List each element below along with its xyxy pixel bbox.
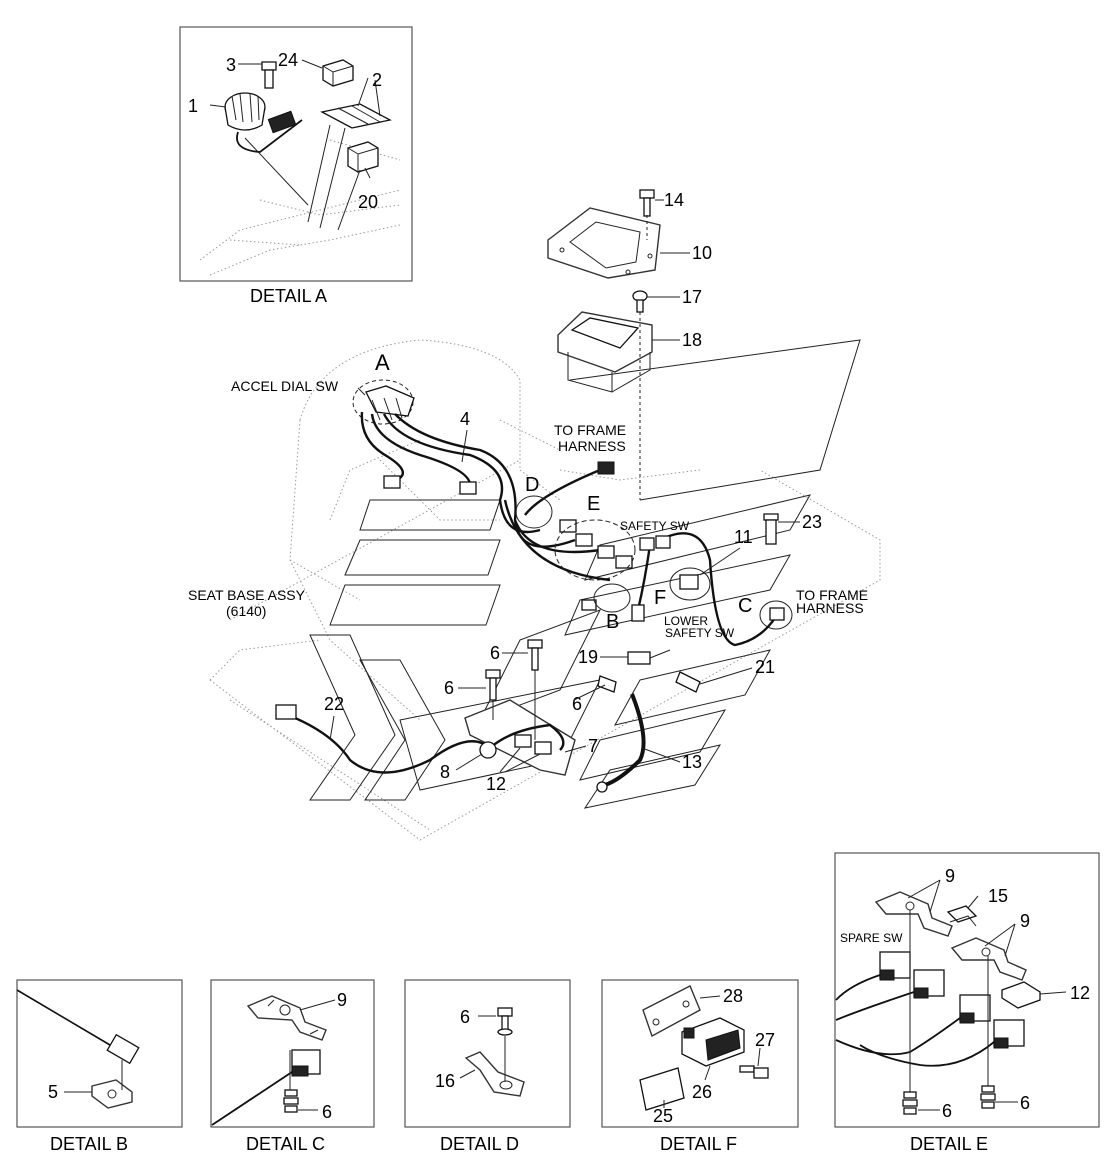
- detail-c-panel: [210, 979, 375, 1128]
- to-frame-harness-label-1: TO FRAME: [554, 422, 626, 438]
- to-frame-harness-c-label-1: TO FRAME: [796, 587, 868, 603]
- callout-20: 20: [358, 192, 378, 212]
- detail-d-panel: [404, 979, 571, 1128]
- callout-24: 24: [278, 50, 298, 70]
- lower-safety-label-2: SAFETY SW: [665, 626, 735, 640]
- detail-a-panel: [179, 26, 413, 282]
- detail-b-caption: DETAIL B: [50, 1134, 128, 1154]
- main-assembly: [209, 189, 881, 841]
- detail-f-caption: DETAIL F: [660, 1134, 737, 1154]
- callout-5: 5: [48, 1082, 58, 1102]
- detail-f-panel: [601, 979, 799, 1128]
- callout-14: 14: [664, 190, 684, 210]
- callout-6-b: 6: [444, 678, 454, 698]
- detail-e-panel: [834, 852, 1100, 1128]
- marker-f: F: [654, 587, 666, 609]
- callout-6-c: 6: [572, 694, 582, 714]
- callout-13: 13: [682, 752, 702, 772]
- seat-base-label-2: (6140): [226, 603, 266, 619]
- callout-2: 2: [372, 70, 382, 90]
- callout-17: 17: [682, 287, 702, 307]
- detail-e-caption: DETAIL E: [910, 1134, 988, 1154]
- marker-b: B: [606, 611, 619, 633]
- callout-9-e1: 9: [945, 866, 955, 886]
- detail-c-caption: DETAIL C: [246, 1134, 325, 1154]
- marker-d: D: [525, 474, 539, 496]
- marker-c: C: [738, 595, 752, 617]
- detail-a-caption: DETAIL A: [250, 286, 327, 306]
- accel-dial-sw-label: ACCEL DIAL SW: [231, 378, 339, 394]
- callout-12-main: 12: [486, 774, 506, 794]
- callout-16: 16: [435, 1071, 455, 1091]
- to-frame-harness-label-2: HARNESS: [558, 438, 626, 454]
- safety-sw-label: SAFETY SW: [620, 519, 690, 533]
- to-frame-harness-c-label-2: HARNESS: [796, 600, 864, 616]
- callout-4: 4: [460, 409, 470, 429]
- marker-e: E: [587, 493, 600, 515]
- callout-9-c: 9: [337, 990, 347, 1010]
- callout-26: 26: [692, 1082, 712, 1102]
- lower-safety-label-1: LOWER: [664, 614, 708, 628]
- detail-d-caption: DETAIL D: [440, 1134, 519, 1154]
- callout-15: 15: [988, 886, 1008, 906]
- callout-1: 1: [188, 96, 198, 116]
- callout-6-e2: 6: [1020, 1093, 1030, 1113]
- callout-9-e2: 9: [1020, 911, 1030, 931]
- callout-8: 8: [440, 762, 450, 782]
- marker-a: A: [375, 350, 390, 375]
- callout-27: 27: [755, 1030, 775, 1050]
- callout-22: 22: [324, 694, 344, 714]
- callout-21: 21: [755, 657, 775, 677]
- detail-b-panel: [16, 979, 183, 1128]
- callout-6-d: 6: [322, 1102, 332, 1122]
- callout-10: 10: [692, 243, 712, 263]
- callout-3: 3: [226, 55, 236, 75]
- callout-6-e1: 6: [942, 1101, 952, 1121]
- callout-25: 25: [653, 1106, 673, 1126]
- callout-7: 7: [588, 736, 598, 756]
- callout-19: 19: [578, 647, 598, 667]
- callout-6-e: 6: [460, 1007, 470, 1027]
- seat-base-label-1: SEAT BASE ASSY: [188, 587, 306, 603]
- callout-18: 18: [682, 330, 702, 350]
- callout-6-a: 6: [490, 643, 500, 663]
- callout-12-e: 12: [1070, 983, 1090, 1003]
- callout-23: 23: [802, 512, 822, 532]
- callout-28: 28: [723, 986, 743, 1006]
- callout-11: 11: [734, 527, 753, 547]
- spare-sw-label: SPARE SW: [840, 931, 903, 945]
